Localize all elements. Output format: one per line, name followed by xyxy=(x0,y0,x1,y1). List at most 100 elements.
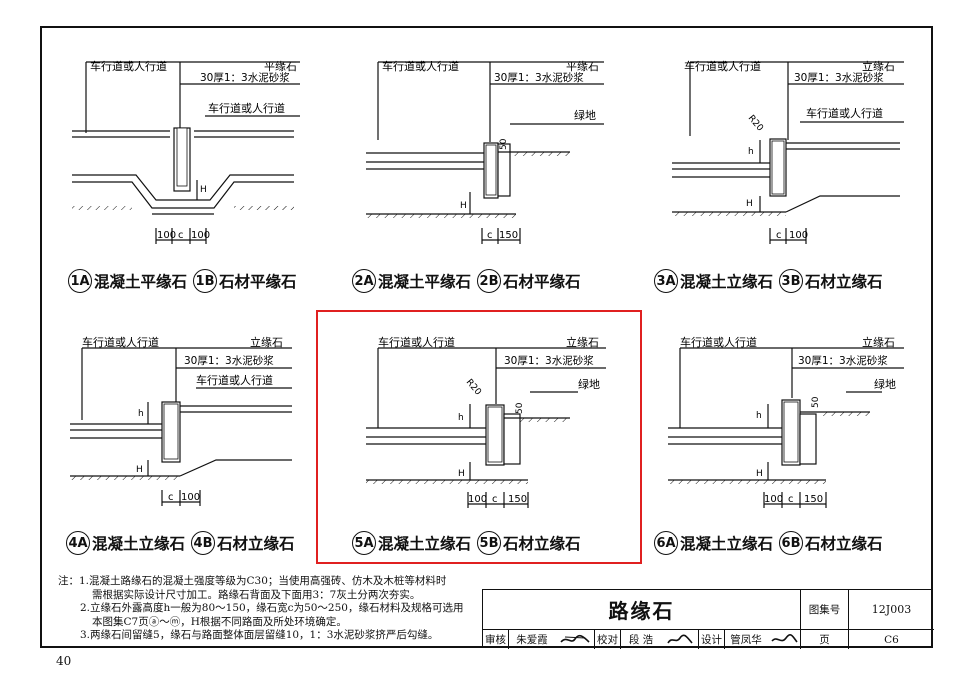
drawing-title: 路缘石 xyxy=(608,599,675,623)
caption-1b-text: 石材平缘石 xyxy=(219,273,297,291)
diagram-5 xyxy=(366,347,606,508)
drawing-sheet-border xyxy=(40,26,933,648)
diagram-6-road-label: 车行道或人行道 xyxy=(680,335,757,349)
diagram-5-dim-2: c xyxy=(492,494,498,505)
diagram-3-dim-1: c xyxy=(776,230,782,241)
caption-5a-text: 混凝土立缘石 xyxy=(378,535,472,553)
caption-1: 1A 混凝土平缘石 1B 石材平缘石 xyxy=(68,269,297,293)
diagram-1-road2-label: 车行道或人行道 xyxy=(208,101,285,115)
caption-3a-text: 混凝土立缘石 xyxy=(680,273,774,291)
caption-2b-badge: 2B xyxy=(477,269,502,293)
caption-2a-badge: 2A xyxy=(352,269,376,293)
caption-5: 5A 混凝土立缘石 5B 石材立缘石 xyxy=(352,531,581,555)
diagram-3-h-label: h xyxy=(748,147,754,157)
diagram-6-dim-1: 100 xyxy=(764,494,783,505)
caption-1b-badge: 1B xyxy=(193,269,218,293)
diagram-6-H-label: H xyxy=(756,469,763,479)
checker-cell: 段 浩 xyxy=(621,630,661,649)
diagram-4-dim-1: c xyxy=(168,492,174,503)
diagram-4 xyxy=(70,347,292,506)
caption-3: 3A 混凝土立缘石 3B 石材立缘石 xyxy=(654,269,883,293)
caption-2: 2A 混凝土平缘石 2B 石材平缘石 xyxy=(352,269,581,293)
diagram-5-dim-1: 100 xyxy=(468,494,487,505)
diagram-1-dim-3: 100 xyxy=(191,230,210,241)
diagram-3-R-label: R20 xyxy=(746,114,765,134)
note-3: 3.两缘石间留缝5，缘石与路面整体面层留缝10，1：3水泥砂浆挤严后勾缝。 xyxy=(80,629,439,641)
note-2a: 2.立缘石外露高度h一般为80～150，缘石宽c为50～250，缘石材料及规格可… xyxy=(80,602,464,614)
check-label: 校对 xyxy=(597,634,618,646)
diagram-5-mortar-label: 30厚1：3水泥砂浆 xyxy=(504,354,594,367)
diagram-3-road-label: 车行道或人行道 xyxy=(684,59,761,73)
caption-2a-text: 混凝土平缘石 xyxy=(378,273,472,291)
reviewer-name: 朱爱霞 xyxy=(516,634,548,646)
diagram-6-dim-2: c xyxy=(788,494,794,505)
caption-6: 6A 混凝土立缘石 6B 石材立缘石 xyxy=(654,531,883,555)
diagram-6-curb-label: 立缘石 xyxy=(862,335,895,349)
designer-signature xyxy=(767,630,801,649)
diagram-1-dim-2: c xyxy=(178,230,184,241)
diagram-4-road-label: 车行道或人行道 xyxy=(82,335,159,349)
designer-cell: 管凤华 xyxy=(725,630,767,649)
caption-5b-text: 石材立缘石 xyxy=(503,535,581,553)
diagram-5-curb-label: 立缘石 xyxy=(566,335,599,349)
diagram-3 xyxy=(672,61,904,244)
diagram-5-dim-3: 150 xyxy=(508,494,527,505)
diagram-5-fifty-label: 50 xyxy=(515,402,525,414)
reviewer-signature xyxy=(555,630,595,649)
note-2b: 本图集C7页ⓐ～ⓜ，H根据不同路面及所处环境确定。 xyxy=(92,615,347,628)
diagram-6-h-label: h xyxy=(756,411,762,421)
diagram-1-mortar-label: 30厚1：3水泥砂浆 xyxy=(200,71,290,84)
diagram-2-H-label: H xyxy=(460,201,467,211)
diagram-1 xyxy=(72,61,300,244)
notes: 注：1.混凝土路缘石的混凝土强度等级为C30；当使用高强砖、仿木及木桩等材料时 … xyxy=(58,575,463,643)
diagram-6 xyxy=(668,347,904,508)
diagram-3-H-label: H xyxy=(746,199,753,209)
caption-3a-badge: 3A xyxy=(654,269,678,293)
diagram-1-road-label: 车行道或人行道 xyxy=(90,59,167,73)
page-label: 页 xyxy=(819,634,830,646)
diagram-5-H-label: H xyxy=(458,469,465,479)
caption-4b-badge: 4B xyxy=(191,531,216,555)
diagram-1-dim-1: 100 xyxy=(157,230,176,241)
diagram-4-dim-2: 100 xyxy=(181,492,200,503)
caption-4: 4A 混凝土立缘石 4B 石材立缘石 xyxy=(66,531,295,555)
diagram-2-green-label: 绿地 xyxy=(574,108,596,122)
caption-1a-text: 混凝土平缘石 xyxy=(94,273,188,291)
diagram-2-fifty-label: 50 xyxy=(499,138,509,150)
diagram-2-road-label: 车行道或人行道 xyxy=(382,59,459,73)
designer-name: 管凤华 xyxy=(730,634,762,646)
page-no-cell: C6 xyxy=(849,630,934,649)
diagram-4-mortar-label: 30厚1：3水泥砂浆 xyxy=(184,354,274,367)
check-label-cell: 校对 xyxy=(595,630,621,649)
caption-1a-badge: 1A xyxy=(68,269,92,293)
atlas-no: 12J003 xyxy=(871,603,912,616)
reviewer-cell: 朱爱霞 xyxy=(509,630,555,649)
diagram-4-curb-label: 立缘石 xyxy=(250,335,283,349)
diagram-5-road-label: 车行道或人行道 xyxy=(378,335,455,349)
atlas-label: 图集号 xyxy=(808,604,841,616)
checker-name: 段 浩 xyxy=(628,634,654,646)
diagram-4-H-label: H xyxy=(136,465,143,475)
caption-6a-text: 混凝土立缘石 xyxy=(680,535,774,553)
caption-5b-badge: 5B xyxy=(477,531,502,555)
caption-2b-text: 石材平缘石 xyxy=(503,273,581,291)
caption-3b-text: 石材立缘石 xyxy=(805,273,883,291)
atlas-no-cell: 12J003 xyxy=(849,590,934,630)
diagram-4-road2-label: 车行道或人行道 xyxy=(196,373,273,387)
diagram-1-curb-label: 平缘石 xyxy=(264,60,297,73)
checker-signature xyxy=(661,630,699,649)
caption-3b-badge: 3B xyxy=(779,269,804,293)
diagram-2-dim-1: c xyxy=(487,230,493,241)
diagram-3-mortar-label: 30厚1：3水泥砂浆 xyxy=(794,71,884,84)
diagram-6-fifty-label: 50 xyxy=(811,396,821,408)
diagram-2 xyxy=(366,61,604,244)
diagram-6-green-label: 绿地 xyxy=(874,377,896,391)
caption-4a-badge: 4A xyxy=(66,531,90,555)
diagram-6-mortar-label: 30厚1：3水泥砂浆 xyxy=(798,354,888,367)
review-label-cell: 审核 xyxy=(483,630,509,649)
caption-4a-text: 混凝土立缘石 xyxy=(92,535,186,553)
diagram-3-road2-label: 车行道或人行道 xyxy=(806,106,883,120)
diagram-4-h-label: h xyxy=(138,409,144,419)
page-number: 40 xyxy=(56,654,72,668)
